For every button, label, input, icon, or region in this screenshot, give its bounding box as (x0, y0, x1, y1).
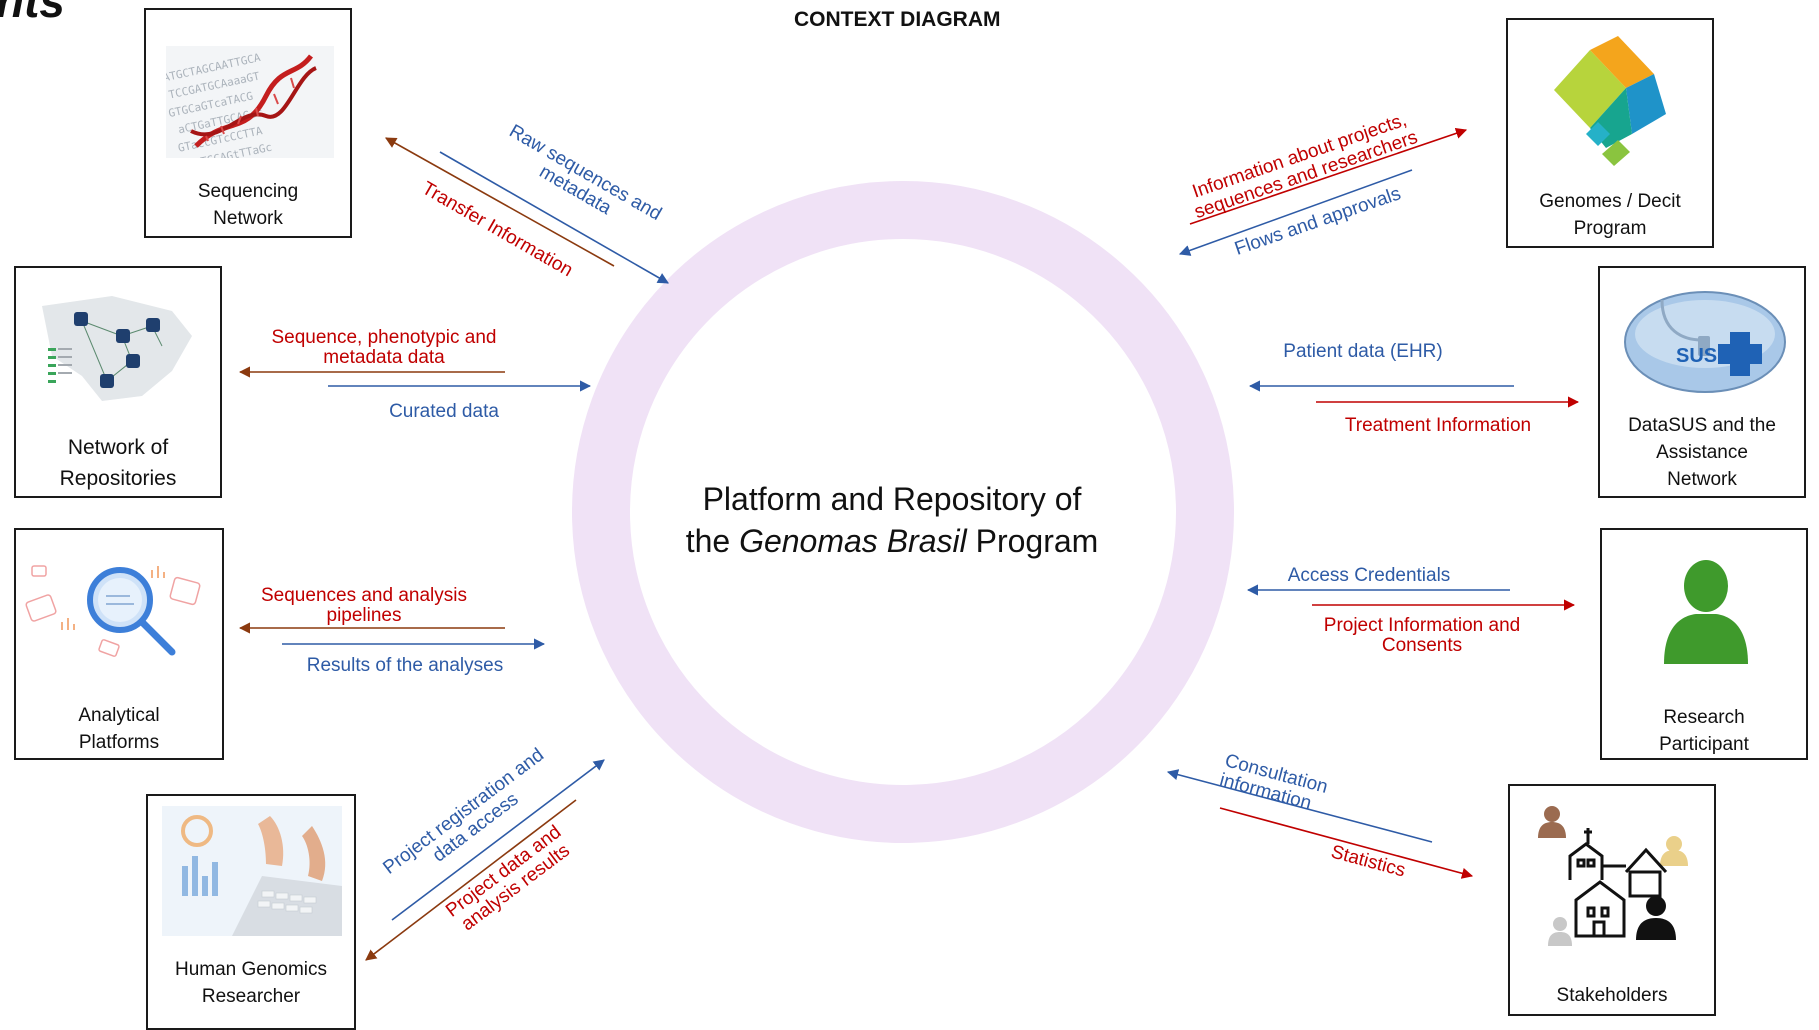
label-access-cred: Access Credentials (1287, 565, 1451, 586)
platform-title: Platform and Repository of the Genomas B… (652, 478, 1132, 562)
research-participant-label: Research Participant (1659, 707, 1749, 755)
entity-analytical-platforms: Analytical Platforms (14, 528, 224, 760)
sequencing-network-label: Sequencing Network (197, 181, 299, 229)
corner-text: nts (0, 0, 65, 27)
label-project-consents: Project Information and Consents (1323, 615, 1521, 656)
entity-genomes-decit-program: Genomes / Decit Program (1506, 18, 1714, 248)
diagram-title: CONTEXT DIAGRAM (794, 8, 1001, 31)
researcher-laptop-icon (162, 806, 342, 941)
entity-network-of-repositories: Network of Repositories (14, 266, 222, 498)
entity-research-participant: Research Participant (1600, 528, 1808, 760)
platform-title-line1: Platform and Repository of (702, 481, 1082, 517)
arrow-flows-approvals (1178, 169, 1413, 256)
datasus-label: DataSUS and the Assistance Network (1628, 415, 1776, 490)
label-results: Results of the analyses (306, 655, 504, 676)
platform-title-line2: the Genomas Brasil Program (685, 523, 1099, 559)
label-seq-pipelines: Sequences and analysis pipelines (261, 585, 467, 626)
network-of-repositories-label: Network of Repositories (59, 436, 177, 490)
genomes-logo-icon (1546, 30, 1676, 175)
person-icon (1656, 556, 1756, 671)
stakeholders-label: Stakeholders (1556, 985, 1668, 1006)
entity-datasus-assistance-network: SUS DataSUS and the Assistance Network (1598, 266, 1806, 498)
analytical-platforms-label: Analytical Platforms (78, 705, 160, 753)
entity-stakeholders: Stakeholders (1508, 784, 1716, 1016)
arrow-project-data (365, 799, 577, 961)
arrow-raw-sequences (439, 151, 669, 284)
arrow-consultation (1166, 769, 1433, 843)
arrow-transfer-info (385, 137, 615, 267)
entity-human-genomics-researcher: Human Genomics Researcher (146, 794, 356, 1030)
arrow-info-projects (1189, 127, 1468, 225)
magnifier-analysis-icon (22, 560, 218, 665)
arrow-project-reg (391, 759, 605, 921)
label-seq-pheno-meta: Sequence, phenotypic and metadata data (271, 327, 497, 368)
label-treatment-info: Treatment Information (1344, 415, 1532, 436)
label-patient-data: Patient data (EHR) (1283, 341, 1443, 362)
sus-logo-text: SUS (1676, 345, 1717, 367)
human-genomics-researcher-label: Human Genomics Researcher (174, 959, 328, 1007)
platform-ring (572, 181, 1234, 843)
stakeholders-icon (1530, 800, 1700, 955)
genomes-decit-label: Genomes / Decit Program (1539, 191, 1681, 239)
dna-icon: ATGCTAGCAATTGCA TCCGATGCAaaaGT GTGCaGTca… (162, 46, 334, 171)
label-curated-data: Curated data (389, 401, 499, 422)
arrow-statistics (1219, 807, 1474, 879)
repository-map-icon (22, 286, 218, 411)
entity-sequencing-network: ATGCTAGCAATTGCA TCCGATGCAaaaGT GTGCaGTca… (144, 8, 352, 238)
sus-logo-icon: SUS (1622, 290, 1788, 399)
